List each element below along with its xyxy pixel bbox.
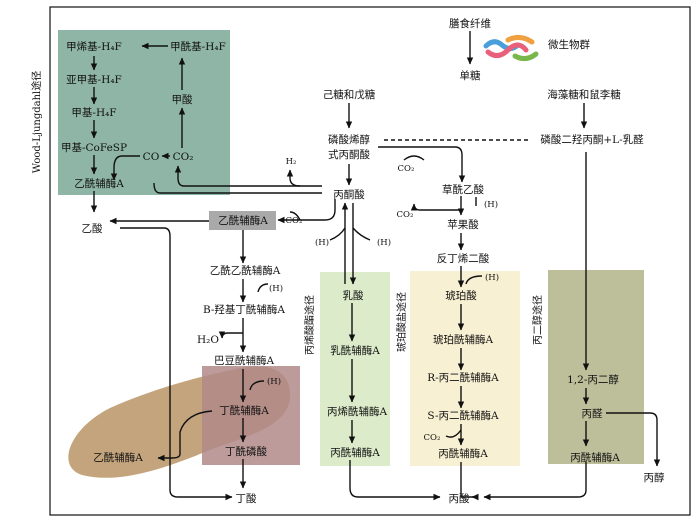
node-methenyl-h4f: 亚甲基-H₄F	[66, 73, 122, 86]
succinate-region	[410, 271, 520, 466]
node-propionyl-coa-succ: 丙酰辅酶A	[438, 447, 488, 460]
node-methyl-cofesp: 甲基-CoFeSP	[61, 141, 127, 154]
node-h2: H₂	[286, 157, 297, 167]
node-butyrate: 丁酸	[236, 492, 257, 505]
h-curve-bhb	[257, 283, 269, 293]
node-fucose-rhamnose: 海藻糖和鼠李糖	[547, 88, 621, 101]
node-acetyl-coa-wl: 乙酰辅酶A	[74, 177, 124, 190]
node-h-crot: (H)	[267, 376, 281, 387]
node-acrylyl-coa: 丙烯酰辅酶A	[327, 405, 387, 418]
line-succ-to-propionate	[460, 462, 478, 498]
arrow-pyruvate-to-acetylcoa	[277, 199, 336, 224]
node-acetyl-coa-box: 乙酰辅酶A	[218, 214, 268, 227]
arrow-co-to-acetylcoa	[110, 155, 140, 181]
node-pyruvate: 丙酮酸	[333, 188, 365, 201]
node-propionyl-coa-pdo: 丙酰辅酶A	[570, 451, 620, 464]
node-malate: 苹果酸	[447, 218, 479, 231]
arrow-pyruvate-to-co2	[174, 165, 322, 187]
arrow-propanal-to-propanol	[606, 412, 661, 467]
node-acetate: 乙酸	[82, 222, 103, 235]
microbe-icon	[483, 34, 539, 62]
arrow-pdo-to-propionate	[483, 462, 587, 501]
node-lactate: 乳酸	[343, 289, 364, 302]
h-curve-succ	[465, 275, 483, 285]
acrylate-region	[320, 272, 390, 466]
arrow-acr-to-propionate	[349, 460, 441, 501]
node-hexose-pentose: 己糖和戊糖	[323, 88, 376, 101]
acetyl-coa-box	[209, 211, 276, 230]
node-h-left: (H)	[315, 237, 329, 248]
co2-release-succ	[445, 429, 462, 438]
node-methyl-h4f: 甲基-H₄F	[71, 106, 116, 119]
node-dhap-lactaldehyde: 磷酸二羟丙酮+L-乳醛	[540, 133, 644, 146]
node-lactoyl-coa: 乳酰辅酶A	[330, 344, 380, 357]
h-curve-butyryl	[249, 380, 265, 391]
outer-border	[49, 6, 691, 516]
node-h-bhb: (H)	[269, 283, 283, 294]
arrow-pep-to-oxaloacetate	[378, 146, 466, 183]
node-butyryl-coa: 丁酰辅酶A	[219, 404, 269, 417]
node-dietary-fiber: 膳食纤维	[449, 17, 491, 30]
node-co2-pyr: CO₂	[398, 164, 415, 174]
node-co: CO	[143, 151, 160, 163]
wood-ljungdahl-region	[58, 30, 230, 195]
arrow-to-co2-oaa2	[410, 203, 461, 211]
node-r-methylmalonyl-coa: R-丙二酰辅酶A	[427, 371, 499, 384]
propanediol-region	[548, 270, 644, 464]
node-co2-succ: CO₂	[424, 433, 441, 443]
arrow-acetate-to-butyrate	[120, 227, 233, 501]
node-propanediol: 1,2-丙二醇	[567, 373, 619, 386]
node-acetoacetyl-coa: 乙酰乙酰辅酶A	[210, 264, 281, 277]
node-pep-line1: 磷酸烯醇	[328, 133, 370, 146]
pathway-label-wood-ljungdahl: Wood-Ljungdahl途径	[30, 71, 43, 173]
h-curve-left	[329, 227, 346, 241]
node-butyryl-phosphate: 丁酰磷酸	[225, 445, 267, 458]
node-succinyl-coa: 琥珀酰辅酶A	[433, 333, 493, 346]
node-microbiota: 微生物群	[548, 38, 590, 51]
node-co2-acetyl: CO₂	[286, 216, 303, 226]
node-h-right: (H)	[377, 237, 391, 248]
node-propionate: 丙酸	[449, 492, 470, 505]
node-acetyl-coa-blob: 乙酰辅酶A	[93, 451, 143, 464]
pathway-label-acrylate: 丙烯酸酯途径	[303, 295, 316, 355]
co2-incorporation-curve	[403, 155, 425, 161]
node-h-malate: (H)	[484, 199, 498, 210]
pathway-label-succinate: 琥珀酸盐途径	[395, 292, 408, 352]
node-crotonyl-coa: 巴豆酰辅酶A	[214, 354, 274, 367]
node-co2-wl: CO₂	[173, 151, 194, 163]
node-monosaccharide: 单糖	[460, 69, 481, 82]
line-pyruvate-branch	[153, 182, 322, 194]
node-propanal: 丙醛	[582, 407, 603, 420]
arrow-to-blob-acetylcoa	[157, 448, 181, 462]
node-h2o: H₂O	[197, 334, 219, 346]
node-formyl-h4f-right: 甲酰基-H₄F	[170, 40, 226, 53]
butyrate-region	[202, 366, 300, 465]
node-formate: 甲酸	[172, 93, 193, 106]
node-succinate: 琥珀酸	[445, 289, 477, 302]
node-propanol: 丙醇	[644, 471, 665, 484]
node-propionyl-coa-acr: 丙酰辅酶A	[330, 446, 380, 459]
node-pep-line2: 式丙酮酸	[328, 148, 370, 161]
pathway-label-propanediol: 丙二醇途径	[531, 295, 544, 345]
node-s-methylmalonyl-coa: S-丙二酰辅酶A	[427, 409, 499, 422]
line-butyryl-to-acetylcoa	[179, 410, 213, 448]
node-co2-oaa2: CO₂	[397, 210, 414, 220]
arrow-to-h2	[286, 169, 301, 187]
node-b-hydroxybutyryl-coa: B-羟基丁酰辅酶A	[203, 303, 285, 316]
node-oxaloacetate: 草酰乙酸	[442, 183, 484, 196]
node-formyl-h4f-left: 甲烯基-H₄F	[66, 40, 122, 53]
arrow-to-h2o	[218, 331, 243, 339]
h-curve-right	[352, 227, 371, 241]
node-fumarate: 反丁烯二酸	[437, 252, 490, 265]
co2-release-curve	[289, 211, 301, 221]
node-h-succ: (H)	[485, 272, 499, 283]
